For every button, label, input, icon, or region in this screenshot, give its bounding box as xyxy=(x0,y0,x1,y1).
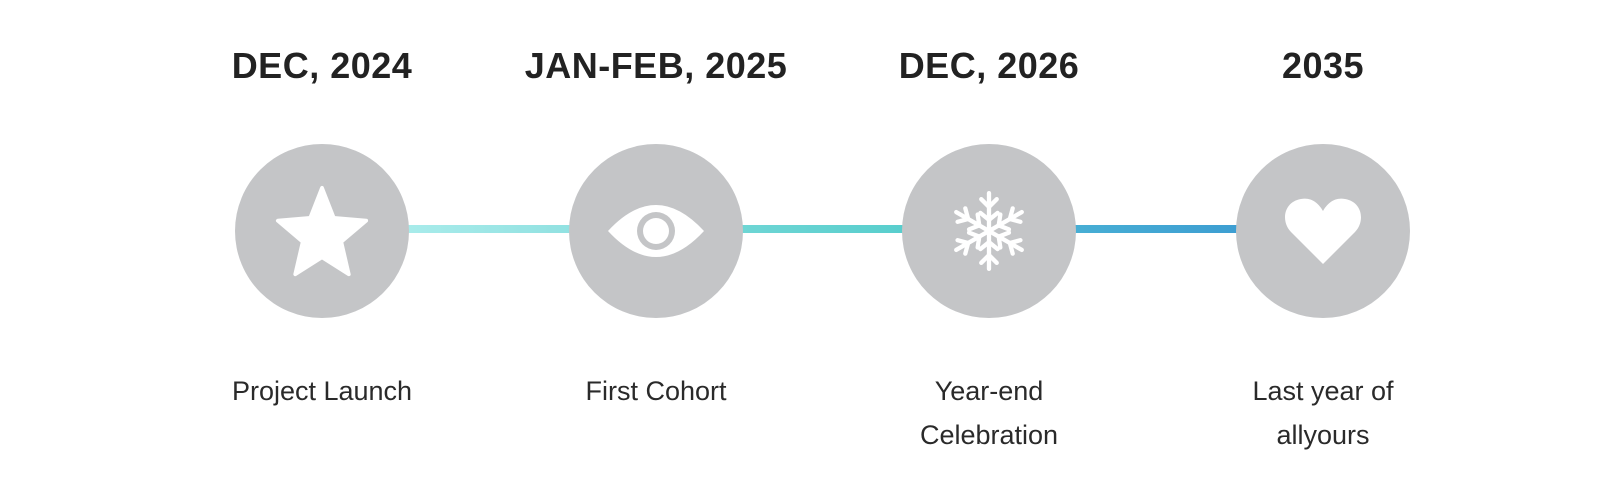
milestone-label: First Cohort xyxy=(506,369,806,413)
milestone-label-line-2: allyours xyxy=(1276,420,1370,450)
heart-icon xyxy=(1285,198,1361,264)
milestone-2: JAN-FEB, 2025 First Cohort xyxy=(506,0,806,501)
milestone-label-line-1: First Cohort xyxy=(585,376,727,406)
milestone-label: Year-end Celebration xyxy=(839,369,1139,457)
milestone-date: DEC, 2024 xyxy=(231,45,413,86)
snowflake-icon xyxy=(954,191,1024,271)
milestone-4: 2035 Last year of allyours xyxy=(1173,0,1473,501)
milestone-label-line-1: Year-end xyxy=(934,376,1044,406)
milestone-1: DEC, 2024 Project Launch xyxy=(172,0,472,501)
milestone-circle xyxy=(235,144,409,318)
timeline-connector-2 xyxy=(734,225,906,233)
milestone-circle xyxy=(569,144,743,318)
milestone-circle xyxy=(902,144,1076,318)
milestone-label: Project Launch xyxy=(172,369,472,413)
star-icon xyxy=(275,185,369,277)
milestone-date: DEC, 2026 xyxy=(898,45,1080,86)
timeline-connector-1 xyxy=(400,225,573,233)
timeline-connector-3 xyxy=(1067,225,1239,233)
milestone-label-line-1: Project Launch xyxy=(231,376,413,406)
milestone-date: 2035 xyxy=(1281,45,1365,86)
milestone-date: JAN-FEB, 2025 xyxy=(524,45,788,86)
milestone-label-line-1: Last year of xyxy=(1252,376,1394,406)
eye-icon xyxy=(608,205,704,257)
milestone-circle xyxy=(1236,144,1410,318)
milestone-label: Last year of allyours xyxy=(1173,369,1473,457)
milestone-label-line-2: Celebration xyxy=(919,420,1059,450)
milestone-3: DEC, 2026 xyxy=(839,0,1139,501)
